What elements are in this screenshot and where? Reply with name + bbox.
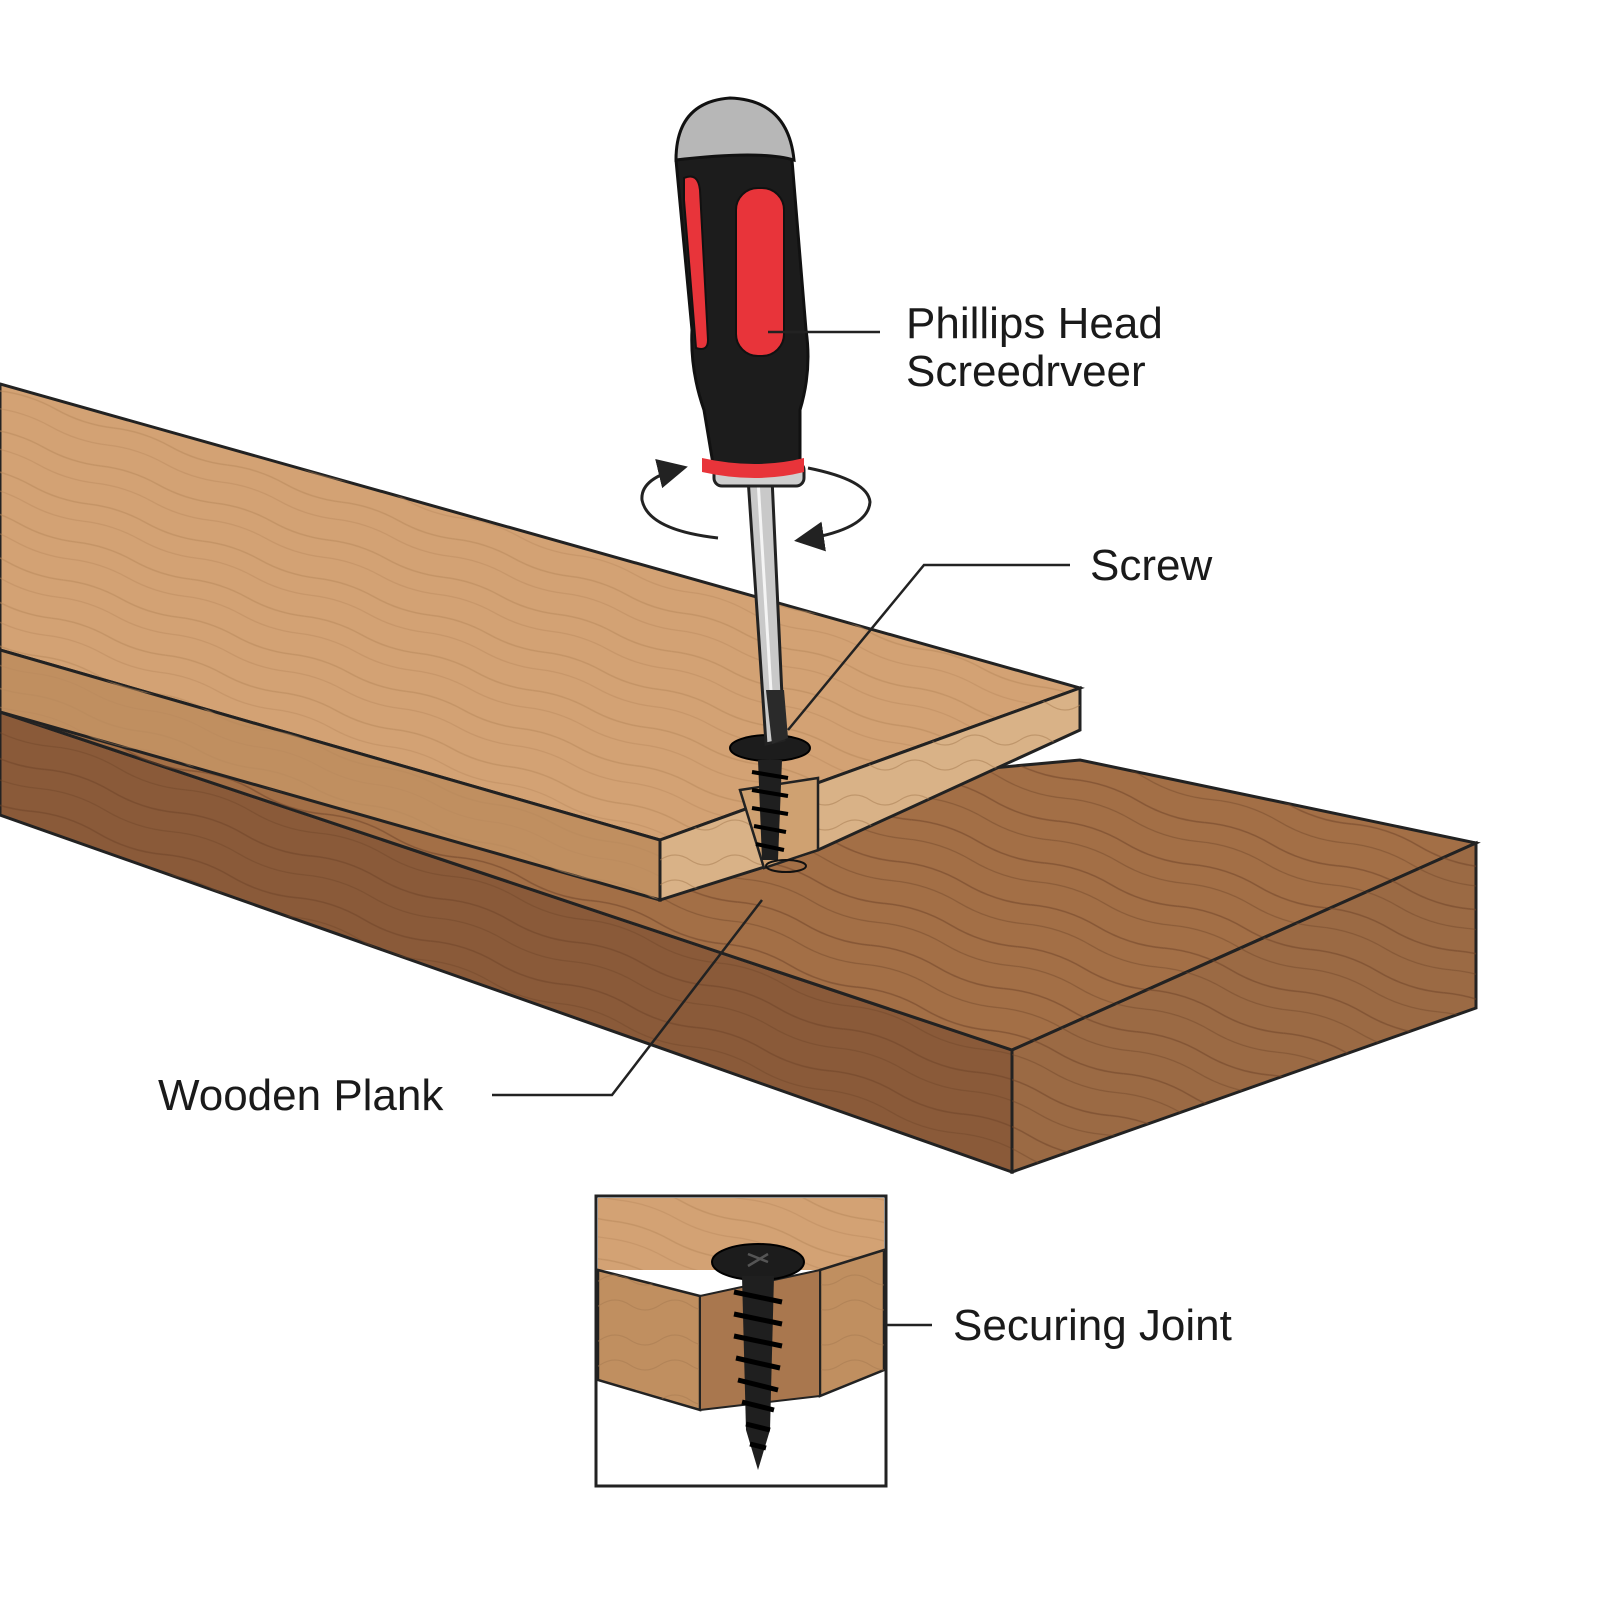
rotation-arrows [640,458,872,552]
rotation-arrow-right [794,466,872,552]
screwdriver-red-band [702,458,804,478]
label-securing-joint: Securing Joint [953,1301,1232,1350]
screwdriver-tip [766,690,788,744]
lower-plank-front-grain [0,712,1012,1172]
screw [729,734,811,873]
inset-screw-shank [742,1276,774,1470]
label-screw: Screw [1090,541,1213,590]
upper-plank [0,382,1085,903]
label-screwdriver-line2: Screedrveer [906,347,1146,396]
leader-plank [492,899,763,1097]
label-wooden-plank: Wooden Plank [158,1071,444,1120]
rotation-arrow-left [640,458,719,540]
screwdriver-grip-left [683,175,710,350]
lower-plank [0,648,1481,1175]
label-screwdriver-line1: Phillips Head [906,299,1163,348]
screwdriver-cap [674,96,796,163]
screwdriver [674,96,810,746]
leader-screw [787,563,1070,731]
inset-detail [594,1194,888,1488]
label-phillips-head-screwdriver: Phillips Head Screedrveer [906,300,1163,396]
inset-screw-head [711,1243,805,1281]
screwdriver-grip-center [735,187,785,357]
